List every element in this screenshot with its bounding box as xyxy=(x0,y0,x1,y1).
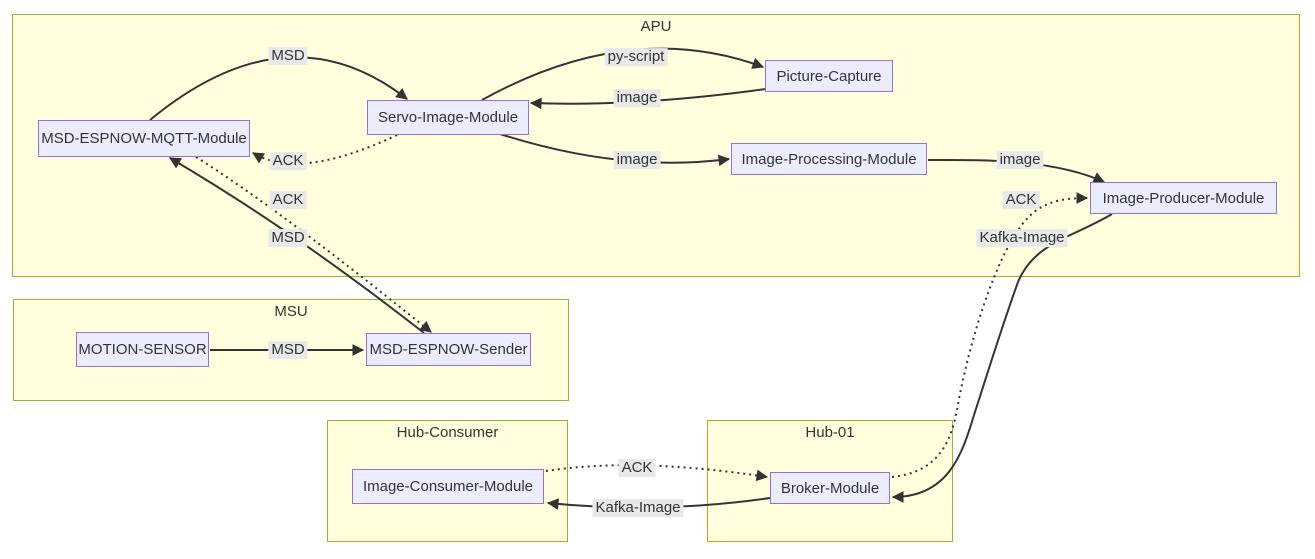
edge-label-broker-module-to-image-producer-module: ACK xyxy=(1002,191,1040,209)
node-image-consumer-module: Image-Consumer-Module xyxy=(352,469,544,504)
edge-label-servo-image-module-to-image-processing-module: image xyxy=(613,151,661,169)
node-servo-image-module: Servo-Image-Module xyxy=(367,100,529,135)
cluster-title-hub-consumer: Hub-Consumer xyxy=(396,424,499,441)
edge-label-image-consumer-module-to-broker-module: ACK xyxy=(618,459,656,477)
node-picture-capture: Picture-Capture xyxy=(765,60,893,92)
edge-label-msd-espnow-sender-to-msd-espnow-mqtt-module: MSD xyxy=(268,229,308,247)
edge-label-broker-module-to-image-consumer-module: Kafka-Image xyxy=(592,499,684,517)
edge-label-image-processing-module-to-image-producer-module: image xyxy=(996,151,1044,169)
edge-image-consumer-module-to-broker-module xyxy=(545,464,769,482)
cluster-title-apu: APU xyxy=(640,18,672,35)
edge-label-image-producer-module-to-broker-module: Kafka-Image xyxy=(976,229,1068,247)
edge-label-servo-image-module-to-picture-capture: py-script xyxy=(604,48,668,66)
cluster-hub-01: Hub-01 xyxy=(707,420,953,542)
edge-msd-espnow-mqtt-module-to-msd-espnow-sender xyxy=(195,156,432,333)
node-image-processing-module: Image-Processing-Module xyxy=(731,143,927,175)
edge-label-motion-sensor-to-msd-espnow-sender: MSD xyxy=(268,341,308,359)
edge-label-servo-image-module-to-msd-espnow-mqtt-module: ACK xyxy=(269,152,307,170)
node-msd-espnow-mqtt-module: MSD-ESPNOW-MQTT-Module xyxy=(38,120,250,157)
node-image-producer-module: Image-Producer-Module xyxy=(1090,182,1277,214)
edge-label-msd-espnow-mqtt-module-to-servo-image-module: MSD xyxy=(268,47,308,65)
edge-label-picture-capture-to-servo-image-module: image xyxy=(613,89,661,107)
node-msd-espnow-sender: MSD-ESPNOW-Sender xyxy=(366,333,531,366)
node-motion-sensor: MOTION-SENSOR xyxy=(76,332,209,367)
cluster-title-hub-01: Hub-01 xyxy=(805,424,855,441)
edge-label-msd-espnow-mqtt-module-to-msd-espnow-sender: ACK xyxy=(269,191,307,209)
cluster-title-msu: MSU xyxy=(274,303,308,320)
edge-broker-module-to-image-producer-module xyxy=(891,192,1089,478)
edge-image-producer-module-to-broker-module xyxy=(891,213,1113,503)
node-broker-module: Broker-Module xyxy=(770,472,890,504)
